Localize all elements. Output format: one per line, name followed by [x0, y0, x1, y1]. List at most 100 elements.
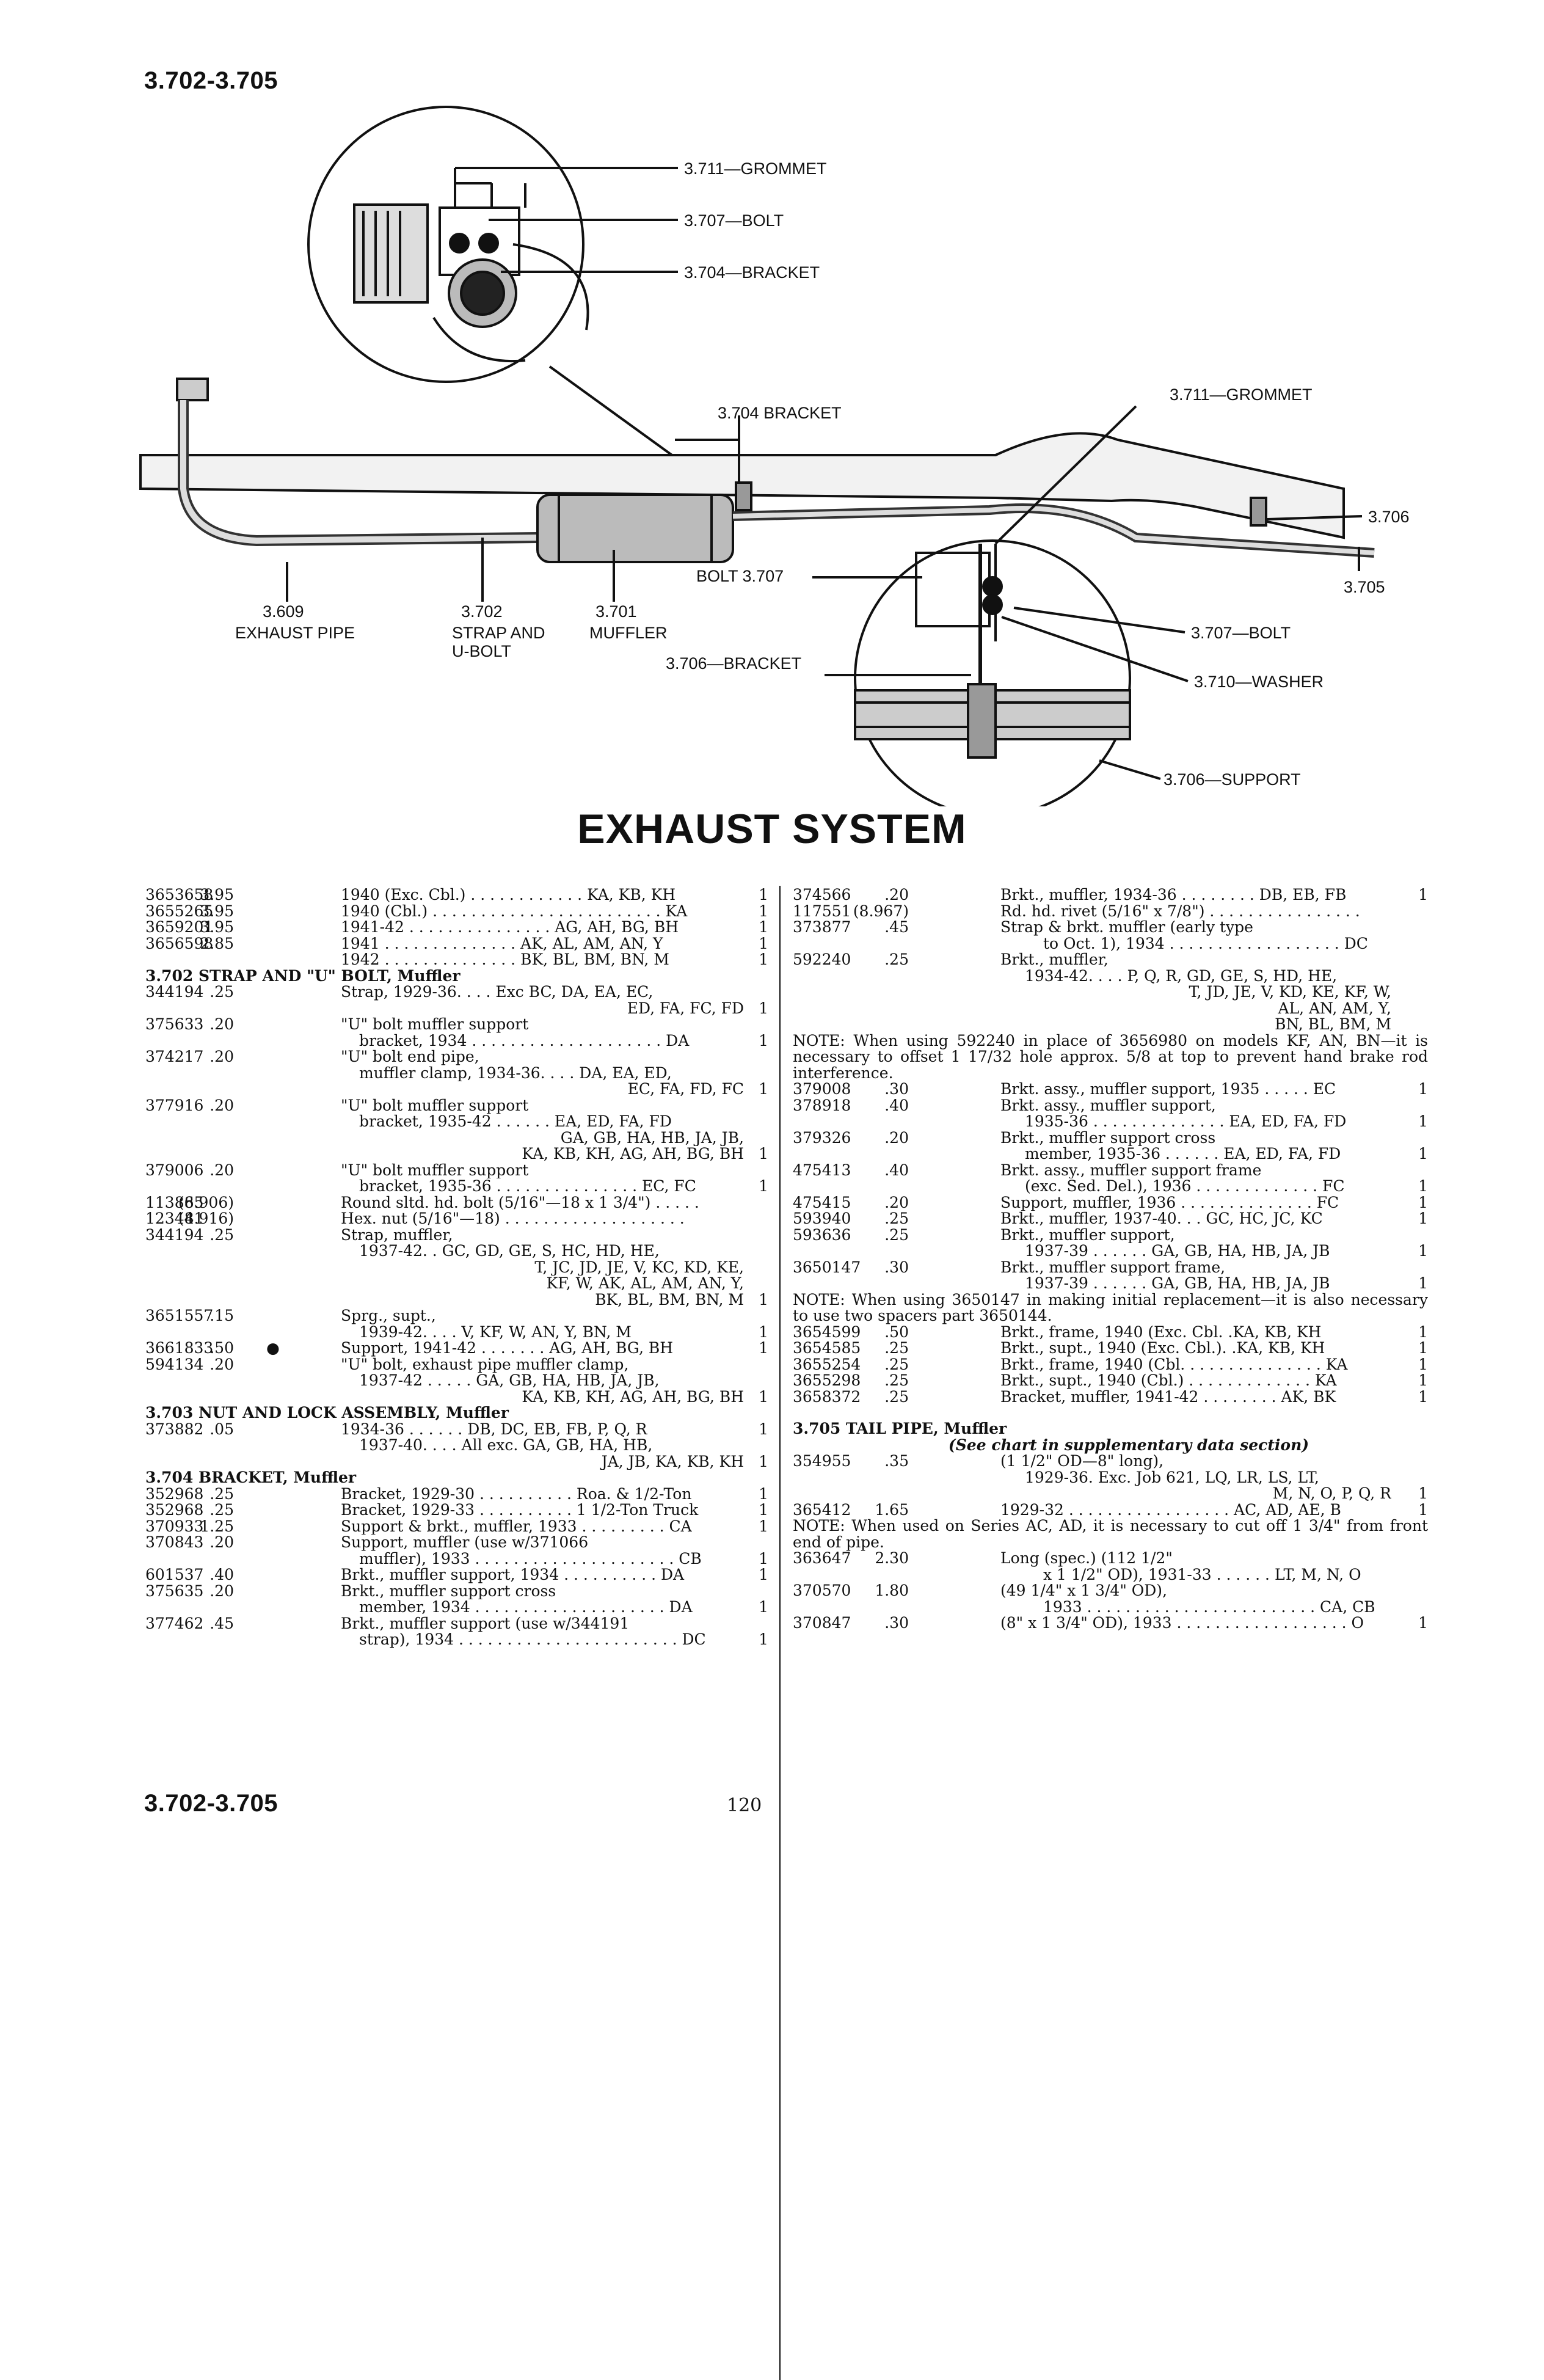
detail-circle-top	[307, 106, 584, 383]
part-description: muffler clamp, 1934-36. . . . DA, EA, ED…	[359, 1065, 672, 1081]
parts-row: member, 1934 . . . . . . . . . . . . . .…	[145, 1599, 768, 1616]
price: .20	[209, 1096, 234, 1114]
part-description: 1934-36 . . . . . . DB, DC, EB, FB, P, Q…	[341, 1421, 647, 1437]
quantity: 1	[1418, 1193, 1428, 1211]
quantity: 1	[759, 1080, 768, 1098]
parts-row: bracket, 1935-36 . . . . . . . . . . . .…	[145, 1178, 768, 1195]
parts-row: 379006.20"U" bolt muffler support	[145, 1161, 768, 1179]
parts-row: 1942 . . . . . . . . . . . . . . BK, BL,…	[145, 951, 768, 968]
label-3711-grommet-top: 3.711—GROMMET	[684, 159, 827, 178]
section-title: EXHAUST SYSTEM	[577, 806, 967, 852]
price: .25	[884, 1210, 909, 1227]
quantity: 1	[759, 1145, 768, 1163]
part-description: 1939-42. . . . V, KF, W, AN, Y, BN, M	[359, 1324, 632, 1340]
parts-row: 370847.30(8" x 1 3/4" OD), 1933 . . . . …	[793, 1615, 1428, 1632]
part-number: 3656598	[145, 934, 214, 952]
page-header-bottom: 3.702-3.705	[144, 1790, 279, 1817]
part-description: (49 1/4" x 1 3/4" OD),	[1000, 1583, 1168, 1599]
part-description: 1937-39 . . . . . . GA, GB, HA, HB, JA, …	[1025, 1243, 1330, 1260]
price: 3.95	[200, 886, 234, 903]
price: .25	[884, 1387, 909, 1406]
part-description: Brkt., muffler,	[1000, 952, 1109, 968]
part-description: Brkt. assy., muffler support, 1935 . . .…	[1000, 1081, 1336, 1098]
quantity: 1	[759, 902, 768, 920]
part-description: Bracket, 1929-30 . . . . . . . . . . Roa…	[341, 1486, 692, 1502]
part-description: GA, GB, HA, HB, JA, JB,	[560, 1130, 744, 1146]
parts-row: member, 1935-36 . . . . . . EA, ED, FA, …	[793, 1145, 1428, 1163]
price: .25	[884, 951, 909, 968]
quantity: 1	[759, 1339, 768, 1357]
part-number: 363647	[793, 1549, 851, 1567]
parts-row: bracket, 1935-42 . . . . . . EA, ED, FA,…	[145, 1114, 768, 1130]
part-description: 1940 (Cbl.) . . . . . . . . . . . . . . …	[341, 903, 688, 919]
part-description: muffler), 1933 . . . . . . . . . . . . .…	[359, 1550, 702, 1567]
price: .20	[209, 1533, 234, 1551]
price: .20	[209, 1582, 234, 1600]
bullet-mark: ●	[266, 1339, 280, 1357]
part-description: member, 1935-36 . . . . . . EA, ED, FA, …	[1025, 1146, 1341, 1163]
quantity: 1	[759, 1630, 768, 1648]
part-description: 1935-36 . . . . . . . . . . . . . . EA, …	[1025, 1114, 1347, 1130]
parts-row: 1933 . . . . . . . . . . . . . . . . . .…	[793, 1599, 1428, 1616]
price: (8.967)	[853, 902, 909, 920]
price: .40	[884, 1096, 909, 1114]
parts-row: 123441(8.916)Hex. nut (5/16"—18) . . . .…	[145, 1210, 768, 1227]
price: .15	[209, 1307, 234, 1324]
part-description: Strap, muffler,	[341, 1227, 453, 1243]
note-592240: NOTE: When using 592240 in place of 3656…	[793, 1031, 1428, 1082]
part-description: Brkt., frame, 1940 (Exc. Cbl. .KA, KB, K…	[1000, 1324, 1322, 1340]
part-description: 1942 . . . . . . . . . . . . . . BK, BL,…	[341, 952, 669, 968]
part-description: 1937-40. . . . All exc. GA, GB, HA, HB,	[359, 1437, 653, 1454]
price: .30	[884, 1614, 909, 1632]
label-3711-grommet-right: 3.711—GROMMET	[1170, 385, 1313, 404]
parts-row: 1937-39 . . . . . . GA, GB, HA, HB, JA, …	[793, 1275, 1428, 1292]
parts-row: 113865(8.906)Round sltd. hd. bolt (5/16"…	[145, 1194, 768, 1211]
label-3707-bolt-top: 3.707—BOLT	[684, 211, 784, 230]
quantity: 1	[759, 1501, 768, 1519]
detail-circle-bottom	[854, 539, 1131, 806]
label-3706-bracket: 3.706—BRACKET	[666, 654, 801, 673]
label-3706-support: 3.706—SUPPORT	[1163, 770, 1301, 789]
part-description: Round sltd. hd. bolt (5/16"—18 x 1 3/4")…	[341, 1194, 699, 1211]
section-heading-3704: 3.704 BRACKET, Muffler	[145, 1469, 357, 1486]
part-number: 370847	[793, 1614, 851, 1632]
part-number: 379006	[145, 1161, 204, 1179]
part-number: 3655265	[145, 902, 214, 920]
part-description: "U" bolt muffler support	[341, 1097, 529, 1114]
note-3650147: NOTE: When using 3650147 in making initi…	[793, 1290, 1428, 1324]
part-description: member, 1934 . . . . . . . . . . . . . .…	[359, 1599, 693, 1616]
part-description: Support, 1941-42 . . . . . . . AG, AH, B…	[341, 1340, 674, 1357]
price: .20	[884, 1128, 909, 1147]
quantity: 1	[1418, 1210, 1428, 1227]
price: .20	[884, 1193, 909, 1211]
quantity: 1	[759, 1323, 768, 1341]
part-description: 1941-42 . . . . . . . . . . . . . . . AG…	[341, 919, 679, 936]
price: 3.95	[200, 918, 234, 936]
price: 2.85	[200, 934, 234, 952]
part-description: Brkt., muffler support, 1934 . . . . . .…	[341, 1567, 685, 1583]
parts-row: 1937-42. . GC, GD, GE, S, HC, HD, HE,	[145, 1243, 768, 1260]
parts-row: GA, GB, HA, HB, JA, JB,	[145, 1130, 768, 1147]
part-number: 594134	[145, 1355, 204, 1373]
parts-row: 375633.20"U" bolt muffler support	[145, 1016, 768, 1033]
part-description: Brkt., muffler support frame,	[1000, 1259, 1226, 1276]
